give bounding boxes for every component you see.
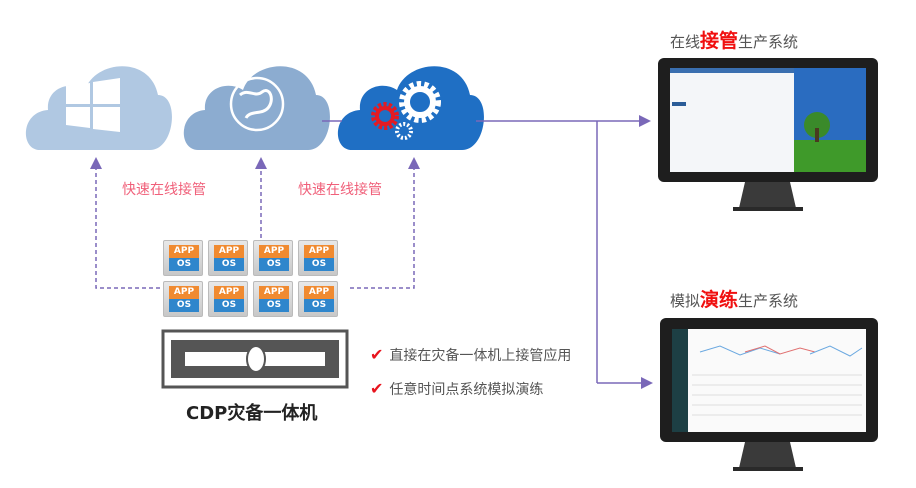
globe-icon [229,76,285,132]
title-suffix: 生产系统 [738,33,799,51]
monitor-title-takeover: 在线接管生产系统 [670,26,798,53]
os-label: OS [214,258,244,271]
monitor-drill [660,318,878,471]
feature-text: 任意时间点系统模拟演练 [389,382,544,398]
checkmark-icon: ✔ [370,345,384,364]
connector-lines [322,115,653,389]
gears-icon [371,81,441,140]
title-prefix: 在线 [670,33,701,51]
app-label: APP [169,286,199,299]
app-label: APP [259,245,289,258]
os-label: OS [259,258,289,271]
title-highlight: 接管 [700,30,739,52]
app-label: APP [169,245,199,258]
title-suffix: 生产系统 [738,292,799,310]
app-label: APP [304,245,334,258]
takeover-label-right: 快速在线接管 [298,182,382,198]
checkmark-icon: ✔ [370,379,384,398]
dashed-arrows [90,157,420,289]
device-label: CDP灾备一体机 [186,403,318,424]
os-label: OS [304,299,334,312]
os-label: OS [169,258,199,271]
cloud-windows [25,66,172,150]
cloud-globe [183,66,330,150]
windows-logo-icon [66,78,120,132]
monitor-takeover [658,58,878,211]
os-label: OS [304,258,334,271]
title-highlight: 演练 [700,289,739,311]
os-label: OS [214,299,244,312]
os-label: OS [169,299,199,312]
feature-item: ✔ 任意时间点系统模拟演练 [370,379,543,399]
app-label: APP [214,245,244,258]
os-label: OS [259,299,289,312]
title-prefix: 模拟 [670,292,701,310]
app-label: APP [304,286,334,299]
app-label: APP [214,286,244,299]
takeover-label-left: 快速在线接管 [122,182,206,198]
feature-text: 直接在灾备一体机上接管应用 [389,348,572,364]
app-label: APP [259,286,289,299]
feature-item: ✔ 直接在灾备一体机上接管应用 [370,345,571,365]
monitor-title-drill: 模拟演练生产系统 [670,285,798,312]
cdp-appliance-icon [161,329,349,389]
cloud-gears [337,66,484,150]
